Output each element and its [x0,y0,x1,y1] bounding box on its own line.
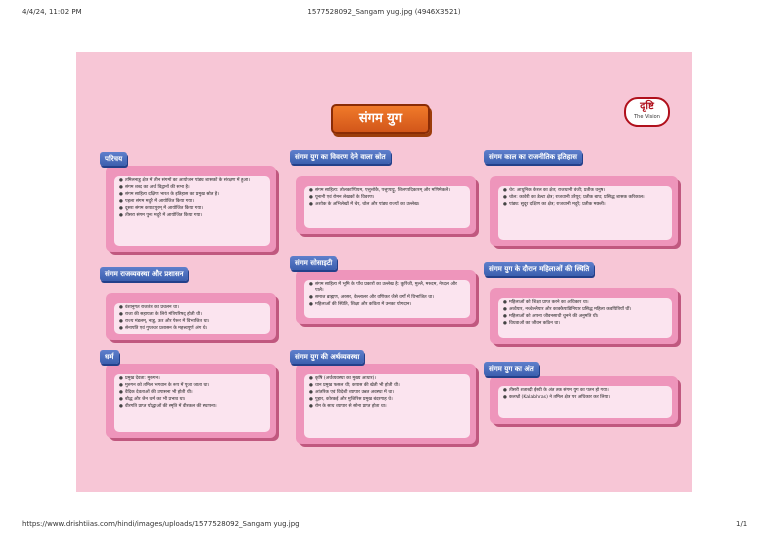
bullet-point: पुहार, कोरकई और मुजिरिस प्रमुख बंदरगाह थ… [309,397,467,403]
bullet-point: सेनापति एवं गुप्तचर प्रशासन के महत्त्वपू… [119,326,267,332]
panel-economy: कृषि (अर्थव्यवस्था का मुख्य आधार)।धान प्… [290,350,478,444]
panel-religion: प्रमुख देवता: मुरुगन।मुरुगन को तमिल भगवा… [100,350,278,438]
bullet-point: संगम साहित्य दक्षिण भारत के इतिहास का प्… [119,192,267,198]
bullet-point: प्रमुख देवता: मुरुगन। [119,376,267,382]
panel-political-history: चेर: आधुनिक केरल का क्षेत्र; राजधानी वंज… [484,150,680,246]
panel-women: महिलाओं को शिक्षा प्राप्त करने का अधिकार… [484,262,680,344]
panel-heading: संगम युग की अर्थव्यवस्था [290,350,365,364]
panel-heading: संगम युग का विवरण देने वाला स्रोत [290,150,391,164]
panel-society: संगम साहित्य में भूमि के पाँच प्रकारों क… [290,256,478,324]
bullet-point: पांड्य: सुदूर दक्षिण का क्षेत्र; राजधानी… [503,202,669,208]
bullet-point: समाज ब्राह्मण, अरसर, वेल्लालर और वणिकर ज… [309,295,467,301]
bullet-point: राजा की सहायता के लिये मंत्रिपरिषद् होती… [119,312,267,318]
panel-heading: संगम काल का राजनीतिक इतिहास [484,150,582,164]
panel-heading: संगम राजव्यवस्था और प्रशासन [100,267,189,281]
panel-heading: संगम युग के दौरान महिलाओं की स्थिति [484,262,595,276]
bullet-point: वैदिक देवताओं की उपासना भी होती थी। [119,390,267,396]
drishti-logo: दृष्टि The Vision [624,97,670,127]
bullet-point: बौद्ध और जैन धर्म का भी प्रभाव था। [119,397,267,403]
bullet-point: चोल: कावेरी का डेल्टा क्षेत्र; राजधानी उ… [503,195,669,201]
print-datetime: 4/4/24, 11:02 PM [22,8,82,16]
poster: संगम युग दृष्टि The Vision तमिलनाडु क्षे… [76,52,692,492]
bullet-point: वीरगति प्राप्त योद्धाओं की स्मृति में वी… [119,404,267,410]
bullet-point: यूनानी एवं रोमन लेखकों के विवरण। [309,195,467,201]
bullet-point: आंतरिक एवं विदेशी व्यापार उन्नत अवस्था म… [309,390,467,396]
bullet-point: अशोक के अभिलेखों में चेर, चोल और पांड्य … [309,202,467,208]
logo-text: दृष्टि [640,101,654,112]
print-page-count: 1/1 [736,520,748,528]
bullet-point: राज्य मंडलम्, नाडु, ऊर और पेरूर में विभा… [119,319,267,325]
bullet-point: चेर: आधुनिक केरल का क्षेत्र; राजधानी वंज… [503,188,669,194]
bullet-point: तीसरा संगम पुनः मदुरै में आयोजित किया गय… [119,213,267,219]
bullet-point: विधवाओं का जीवन कठिन था। [503,321,669,327]
panel-polity: वंशानुगत राजतंत्र का प्रचलन था।राजा की स… [100,267,278,340]
bullet-point: धान प्रमुख फसल थी; कपास की खेती भी होती … [309,383,467,389]
panel-heading: संगम सोसाइटी [290,256,338,270]
bullet-point: संगम साहित्य: तोलकाप्पियम, एत्तुत्तोकै, … [309,188,467,194]
bullet-point: अव्वैयार, नच्चेल्लैयार और काक्कैपाडिनिया… [503,307,669,313]
bullet-point: कृषि (अर्थव्यवस्था का मुख्य आधार)। [309,376,467,382]
panel-end-of-sangam-age: तीसरी शताब्दी ईस्वी के अंत तक संगम युग क… [484,362,680,424]
bullet-point: संगम शब्द का अर्थ विद्वानों की सभा है। [119,185,267,191]
print-url: https://www.drishtiias.com/hindi/images/… [22,520,300,528]
bullet-point: महिलाओं को शिक्षा प्राप्त करने का अधिकार… [503,300,669,306]
panel-heading: धर्म [100,350,119,364]
bullet-point: संगम साहित्य में भूमि के पाँच प्रकारों क… [309,282,467,294]
bullet-point: कलभ्रों (Kalabhras) ने तमिल क्षेत्र पर अ… [503,395,669,401]
bullet-point: तीसरी शताब्दी ईस्वी के अंत तक संगम युग क… [503,388,669,394]
bullet-point: तमिलनाडु क्षेत्र में तीन संगमों का आयोजन… [119,178,267,184]
bullet-point: दूसरा संगम कपाटपुरम् में आयोजित किया गया… [119,206,267,212]
panel-heading: परिचय [100,152,128,166]
bullet-point: वंशानुगत राजतंत्र का प्रचलन था। [119,305,267,311]
bullet-point: मुरुगन को तमिल भगवान के रूप में पूजा जात… [119,383,267,389]
bullet-point: महिलाओं को अपना जीवनसाथी चुनने की अनुमति… [503,314,669,320]
print-doc-title: 1577528092_Sangam yug.jpg (4946X3521) [307,8,461,16]
bullet-point: पहला संगम मदुरै में आयोजित किया गया। [119,199,267,205]
panel-heading: संगम युग का अंत [484,362,539,376]
bullet-point: महिलाओं की स्थिति, शिक्षा और कविता में उ… [309,302,467,308]
bullet-point: रोम के साथ व्यापार से सोना प्राप्त होता … [309,404,467,410]
poster-title: संगम युग [331,104,430,134]
logo-subtext: The Vision [634,114,660,120]
panel-intro: तमिलनाडु क्षेत्र में तीन संगमों का आयोजन… [100,152,278,252]
panel-sources: संगम साहित्य: तोलकाप्पियम, एत्तुत्तोकै, … [290,150,478,234]
